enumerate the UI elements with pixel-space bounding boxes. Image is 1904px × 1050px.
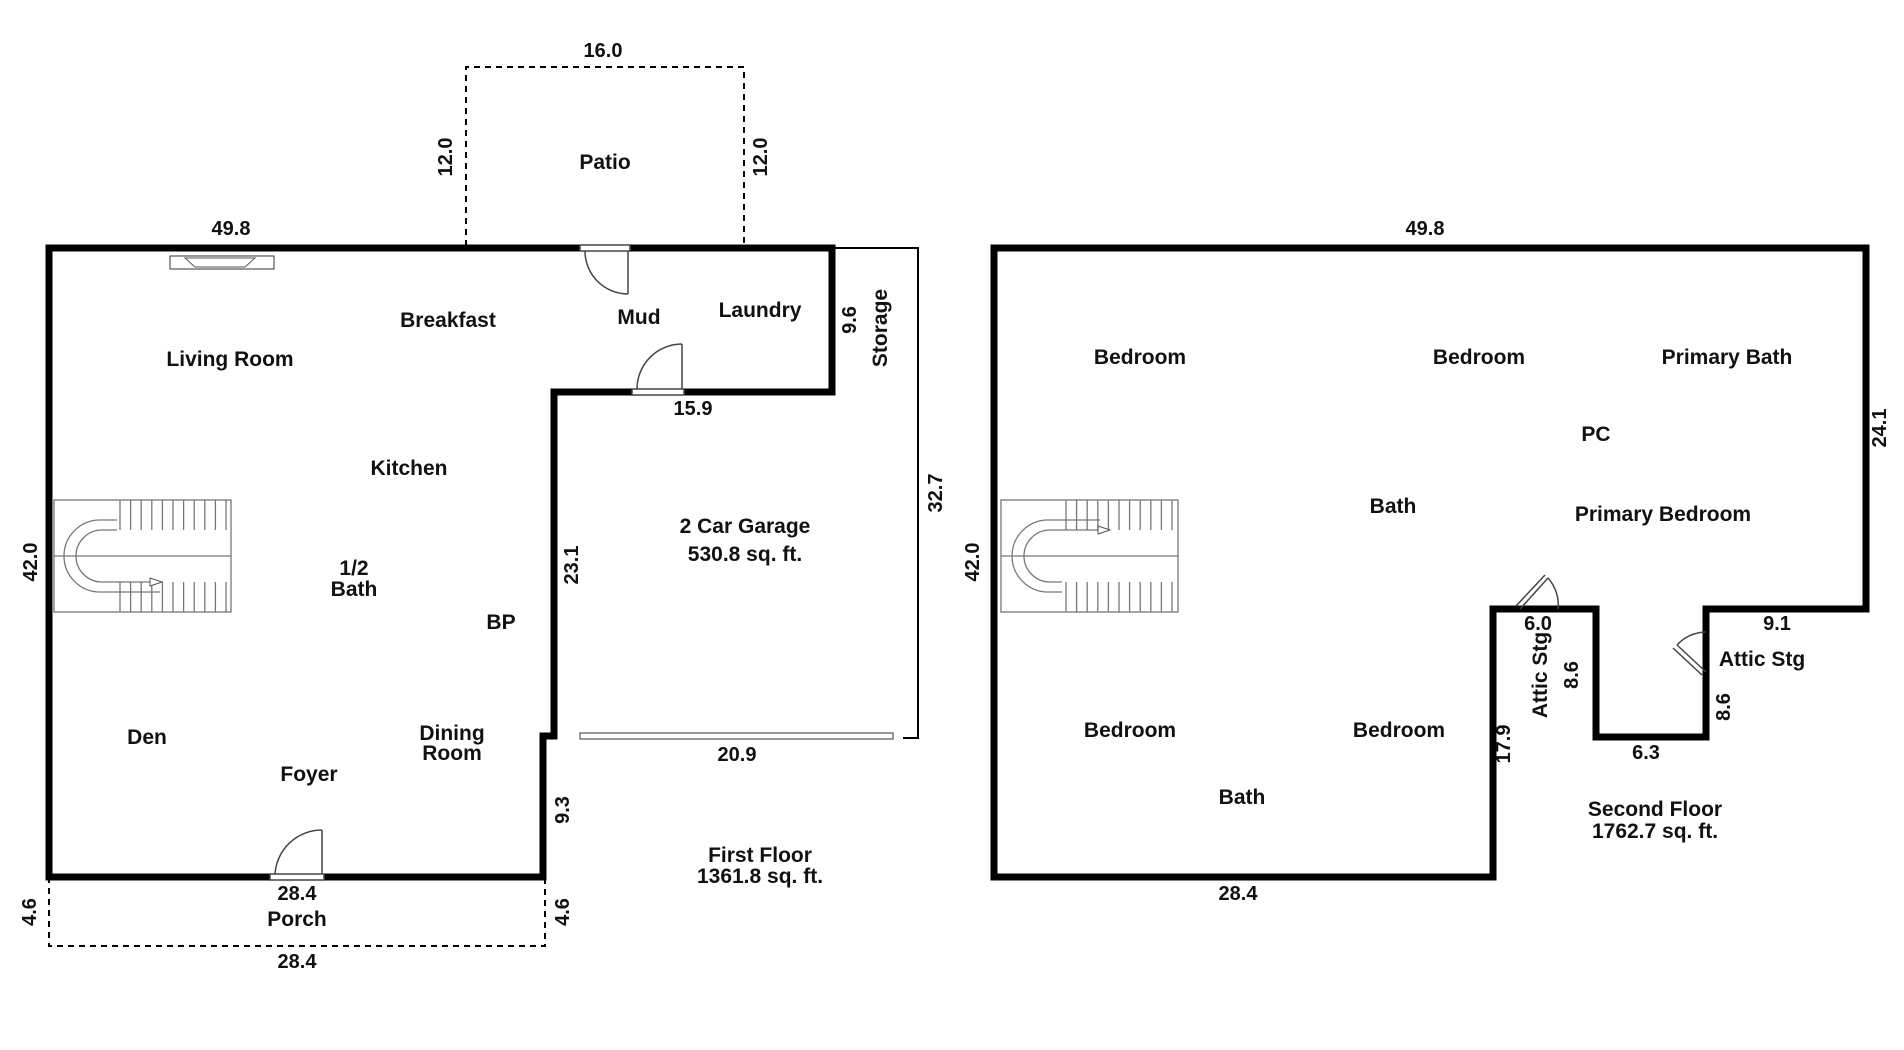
pc-label: PC	[1581, 423, 1610, 446]
bedroom-bottom-middle-label: Bedroom	[1353, 719, 1445, 742]
sf-dim-notch-left-depth: 8.6	[1561, 661, 1583, 689]
porch-label: Porch	[267, 908, 327, 931]
living-room-label: Living Room	[166, 348, 293, 371]
dim-porch-width: 28.4	[278, 951, 318, 973]
primary-bath-label: Primary Bath	[1662, 346, 1793, 369]
primary-bedroom-label: Primary Bedroom	[1575, 503, 1751, 526]
attic-door-right	[1672, 631, 1707, 676]
second-floor: Bedroom Bedroom Primary Bath PC Bath Pri…	[962, 218, 1891, 905]
kitchen-label: Kitchen	[370, 457, 447, 480]
attic-storage-right-label: Attic Stg	[1719, 648, 1805, 671]
stairs-second-floor	[1000, 499, 1179, 613]
bedroom-top-left-label: Bedroom	[1094, 346, 1186, 369]
half-bath-label-1: 1/2	[339, 557, 368, 580]
sf-dim-lower-right-height: 17.9	[1493, 725, 1515, 764]
dim-patio-left: 12.0	[435, 138, 457, 177]
dim-garage-right: 32.7	[925, 474, 947, 513]
breakfast-label: Breakfast	[400, 309, 496, 332]
attic-storage-left-label: Attic Stg	[1529, 632, 1552, 718]
garage-entry-door	[631, 343, 685, 396]
first-floor: Patio Living Room Breakfast Mud Laundry …	[19, 40, 947, 973]
dining-label-1: Dining	[419, 722, 484, 745]
bath-middle-label: Bath	[1370, 495, 1417, 518]
bath-bottom-label: Bath	[1219, 786, 1266, 809]
dim-step-height: 9.3	[552, 796, 574, 824]
first-floor-title: First Floor	[708, 844, 812, 867]
sf-dim-notch-left-width: 6.0	[1524, 613, 1552, 635]
front-door	[269, 829, 325, 881]
dim-top-width: 49.8	[212, 218, 251, 240]
sf-dim-right-height: 24.1	[1869, 409, 1891, 448]
sf-dim-notch-right-depth: 8.6	[1713, 693, 1735, 721]
dim-porch-right: 4.6	[552, 898, 574, 926]
second-floor-walls	[990, 244, 1870, 881]
dim-porch-left: 4.6	[19, 898, 41, 926]
laundry-label: Laundry	[719, 299, 802, 322]
fireplace-hearth	[183, 257, 257, 268]
attic-door-left	[1515, 574, 1559, 610]
dim-laundry-height: 9.6	[839, 306, 861, 334]
dim-bottom-width: 28.4	[278, 883, 318, 905]
dim-garage-bottom: 20.9	[718, 744, 757, 766]
den-label: Den	[127, 726, 167, 749]
dim-garage-left: 23.1	[561, 546, 583, 585]
stairs-first-floor	[53, 499, 232, 613]
porch-outline	[48, 877, 546, 947]
sf-dim-notch-bottom: 6.3	[1632, 742, 1660, 764]
dining-label-2: Room	[422, 742, 482, 765]
sf-dim-bottom-width: 28.4	[1219, 883, 1259, 905]
storage-label: Storage	[869, 289, 892, 367]
first-floor-walls	[45, 244, 836, 881]
sf-dim-top-width: 49.8	[1406, 218, 1445, 240]
half-bath-label-2: Bath	[331, 578, 378, 601]
patio-label: Patio	[579, 151, 630, 174]
mud-label: Mud	[617, 306, 660, 329]
bp-label: BP	[486, 611, 515, 634]
sf-dim-left-height: 42.0	[962, 543, 984, 582]
second-floor-title: Second Floor	[1588, 798, 1722, 821]
sf-dim-right-step: 9.1	[1763, 613, 1791, 635]
fireplace	[169, 255, 275, 270]
dim-patio-right: 12.0	[750, 138, 772, 177]
storage-wall	[832, 247, 919, 739]
bedroom-bottom-left-label: Bedroom	[1084, 719, 1176, 742]
first-floor-area: 1361.8 sq. ft.	[697, 865, 823, 888]
dim-mud-width: 15.9	[674, 398, 713, 420]
dim-patio-width: 16.0	[584, 40, 623, 62]
bedroom-top-middle-label: Bedroom	[1433, 346, 1525, 369]
garage-area-label: 530.8 sq. ft.	[688, 543, 802, 566]
second-floor-area: 1762.7 sq. ft.	[1592, 820, 1718, 843]
patio-outline	[465, 66, 745, 246]
garage-door	[579, 732, 894, 740]
patio-door	[579, 244, 631, 295]
dim-left-height: 42.0	[20, 543, 42, 582]
foyer-label: Foyer	[280, 763, 337, 786]
garage-name-label: 2 Car Garage	[680, 515, 811, 538]
